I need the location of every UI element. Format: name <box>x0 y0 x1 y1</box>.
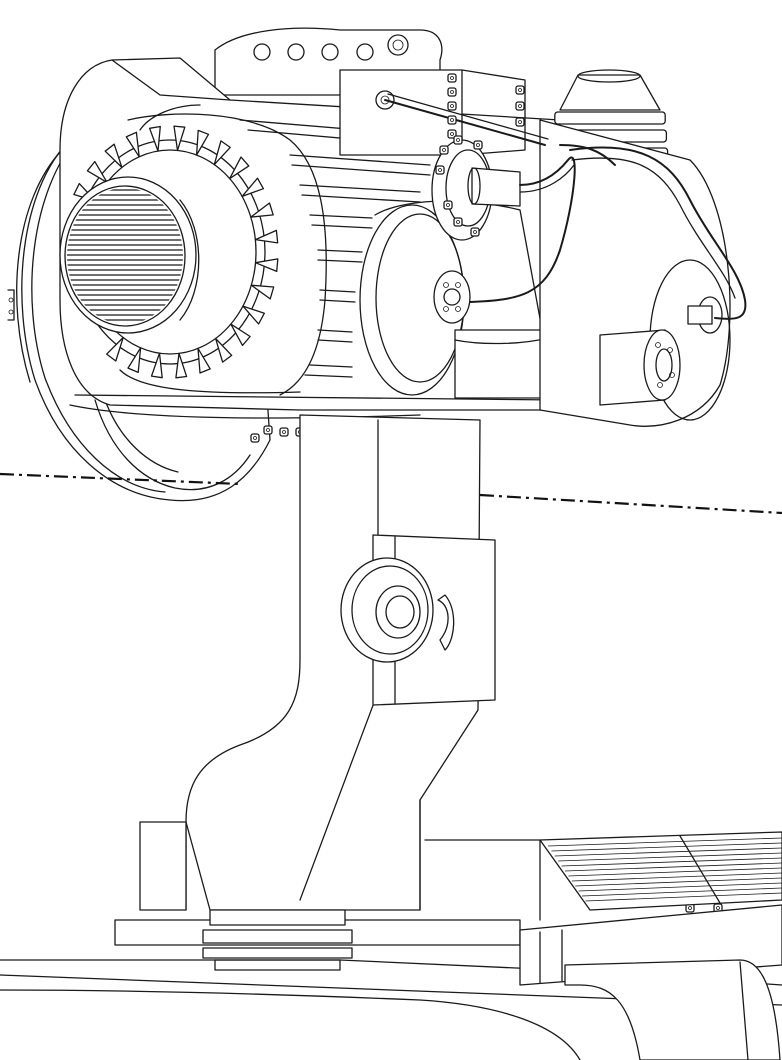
suspension-arm <box>185 414 496 911</box>
bolt <box>263 425 273 435</box>
vent-slat <box>551 842 782 852</box>
bolt <box>473 140 483 150</box>
fin <box>150 352 163 379</box>
bolt <box>453 135 463 145</box>
fin <box>241 177 265 198</box>
frame-rail <box>0 821 782 1060</box>
bolt <box>447 73 457 83</box>
bolt <box>515 85 525 95</box>
bolt <box>470 227 480 237</box>
vent-slat <box>581 887 782 897</box>
bolt-head <box>476 143 480 147</box>
bolt-head <box>518 120 522 124</box>
fin <box>86 160 108 184</box>
fin <box>254 229 279 244</box>
bolt-head <box>450 90 454 94</box>
vent-slat <box>568 867 782 877</box>
fin <box>230 323 251 347</box>
fin <box>242 305 265 325</box>
fin <box>175 352 188 379</box>
bolt <box>515 117 525 127</box>
bolt-head <box>438 168 442 172</box>
cooling-fins <box>73 125 279 379</box>
bolt-head <box>716 906 720 910</box>
fin <box>197 347 211 374</box>
vent-slat <box>575 877 782 887</box>
fin <box>125 131 140 158</box>
bolt-head <box>518 104 522 108</box>
fin <box>104 143 123 169</box>
fin <box>106 336 124 362</box>
bolt-head <box>450 118 454 122</box>
fin <box>229 156 250 180</box>
bolt <box>439 145 449 155</box>
bolt <box>447 87 457 97</box>
canister-fin <box>554 111 666 125</box>
bolt <box>515 101 525 111</box>
fin <box>250 202 274 218</box>
fin <box>250 284 275 300</box>
vent-slat <box>585 892 782 902</box>
bolt-head <box>518 88 522 92</box>
bolt-head <box>442 148 446 152</box>
pivot-hub <box>340 557 455 663</box>
fin <box>173 125 186 152</box>
rear-roller <box>539 119 731 427</box>
vent-slat <box>558 852 782 862</box>
bolt-head <box>253 436 257 440</box>
bolt-head <box>282 430 286 434</box>
bolt <box>279 427 289 437</box>
bolt <box>447 129 457 139</box>
vent-slat <box>571 872 782 882</box>
fin <box>214 337 233 363</box>
bolt-head <box>688 906 692 910</box>
vent-slat <box>578 882 782 892</box>
vent-slat <box>547 837 782 847</box>
bolt-head <box>266 428 270 432</box>
bolt-head <box>450 132 454 136</box>
bolt-head <box>450 76 454 80</box>
bolt-head <box>450 104 454 108</box>
vent-divider <box>679 835 721 904</box>
vent-grille <box>539 831 782 911</box>
bolt-head <box>456 138 460 142</box>
fin <box>195 129 210 156</box>
bolt <box>250 433 260 443</box>
bolt <box>447 115 457 125</box>
bolt <box>447 101 457 111</box>
fin <box>148 125 161 152</box>
vent-slat <box>564 862 782 872</box>
bolt-head <box>446 203 450 207</box>
fin <box>213 140 231 166</box>
upper-box <box>339 69 526 241</box>
pipework <box>384 93 747 320</box>
fin <box>127 347 142 374</box>
bolt <box>435 165 445 175</box>
bolt <box>453 217 463 227</box>
centerline <box>0 472 782 515</box>
vent-slat <box>561 857 782 867</box>
fin <box>254 258 279 273</box>
bolt <box>443 200 453 210</box>
vent-slat <box>554 847 782 857</box>
bolt-head <box>473 230 477 234</box>
bolt-head <box>456 220 460 224</box>
fan-assembly <box>59 125 279 379</box>
